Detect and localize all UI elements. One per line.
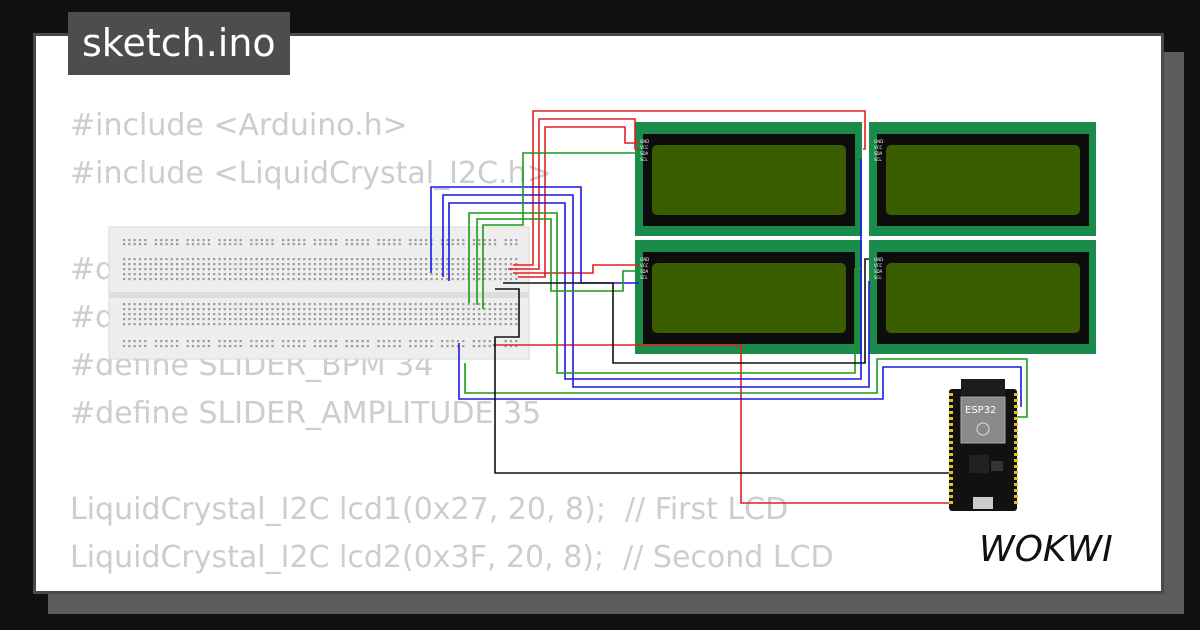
- pin-vcc-label: VCC: [874, 263, 883, 268]
- file-tab[interactable]: sketch.ino: [68, 12, 290, 75]
- pin-gnd-label: GND: [874, 257, 883, 262]
- code-line-9: LiquidCrystal_I2C lcd1(0x27, 20, 8); // …: [70, 492, 789, 527]
- code-line-2: #include <LiquidCrystal_I2C.h>: [70, 156, 552, 191]
- pin-sda-label: SDA: [640, 151, 649, 156]
- circuit-diagram: GND VCC SDA SCL GND VCC SDA SCL GND VCC …: [108, 110, 1096, 511]
- pin-gnd-label: GND: [874, 139, 883, 144]
- wokwi-logo-text: WOKWI: [979, 529, 1113, 570]
- pin-scl-label: SCL: [640, 157, 648, 162]
- pin-gnd-label: GND: [640, 139, 649, 144]
- lcd-top-right: [869, 122, 1096, 236]
- lcd-pin-labels: GND VCC SDA SCL GND VCC SDA SCL GND VCC …: [640, 139, 883, 280]
- lcd-bottom-right: [869, 240, 1096, 354]
- code-line-7: #define SLIDER_AMPLITUDE 35: [70, 396, 542, 431]
- code-line-10: LiquidCrystal_I2C lcd2(0x3F, 20, 8); // …: [70, 540, 834, 575]
- pin-sda-label: SDA: [640, 269, 649, 274]
- lcd-top-left: [635, 122, 862, 236]
- pin-vcc-label: VCC: [640, 145, 649, 150]
- wires: [430, 110, 1028, 504]
- lcd-bottom-left: [635, 240, 862, 354]
- pin-scl-label: SCL: [874, 157, 882, 162]
- esp32-label: ESP32: [965, 405, 996, 416]
- breadboard: [108, 226, 530, 360]
- wokwi-logo: WOKWI: [979, 529, 1113, 570]
- pin-gnd-label: GND: [640, 257, 649, 262]
- pin-sda-label: SDA: [874, 151, 883, 156]
- pin-scl-label: SCL: [874, 275, 882, 280]
- pin-sda-label: SDA: [874, 269, 883, 274]
- pin-vcc-label: VCC: [874, 145, 883, 150]
- esp32-board: ESP32: [949, 379, 1018, 511]
- pin-scl-label: SCL: [640, 275, 648, 280]
- code-line-1: #include <Arduino.h>: [70, 108, 408, 143]
- pin-vcc-label: VCC: [640, 263, 649, 268]
- preview-card: #include <Arduino.h> #include <LiquidCry…: [33, 33, 1164, 594]
